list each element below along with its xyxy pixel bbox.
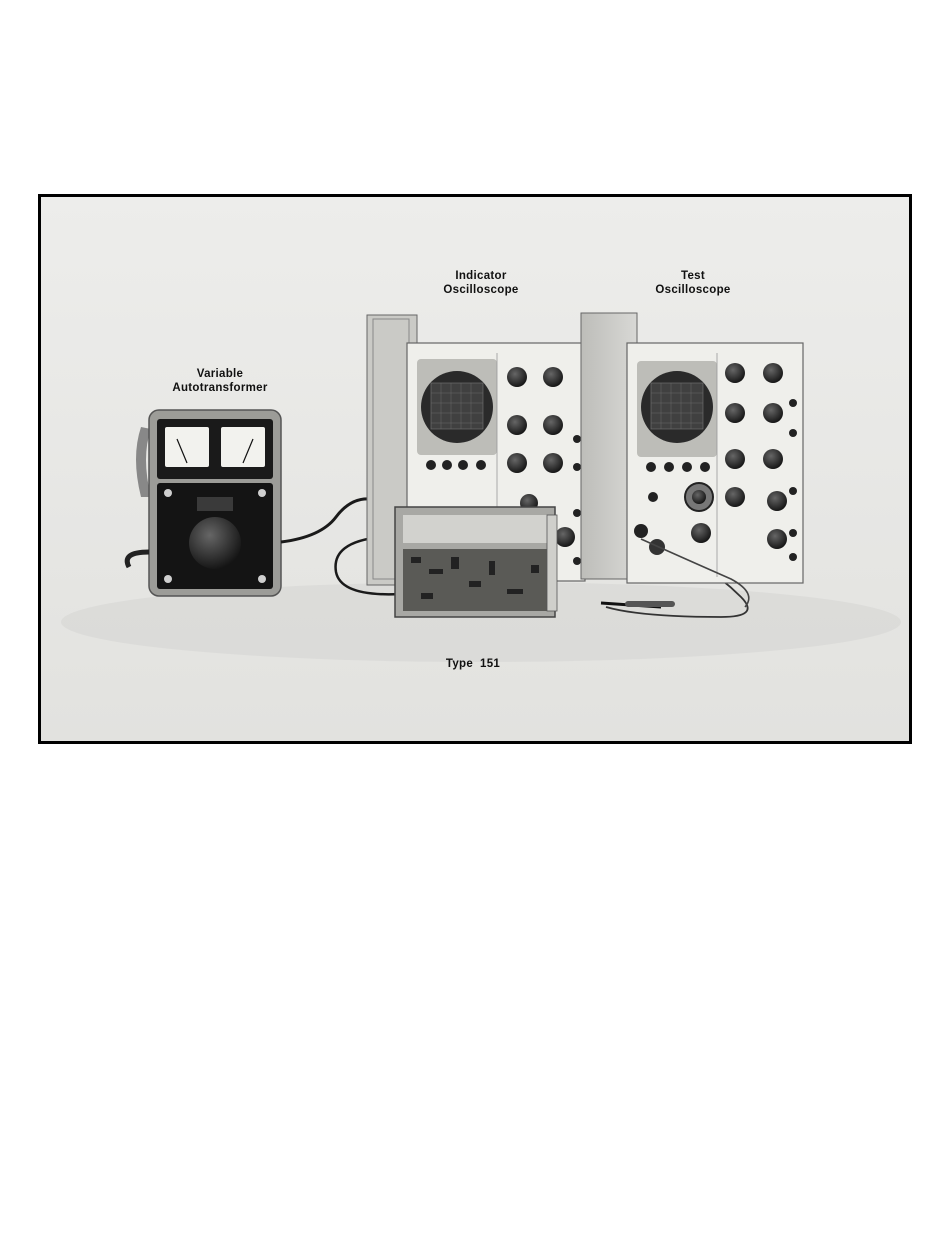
variable-autotransformer <box>127 410 281 596</box>
label-indicator-oscilloscope: Indicator Oscilloscope <box>411 269 551 297</box>
label-type-151: Type 151 <box>413 629 533 699</box>
type-151-plugin-unit <box>395 507 557 617</box>
label-test-oscilloscope: Test Oscilloscope <box>623 269 763 297</box>
equipment-photo: Variable Autotransformer Indicator Oscil… <box>38 194 912 744</box>
test-oscilloscope <box>581 313 803 583</box>
label-autotransformer: Variable Autotransformer <box>145 367 295 395</box>
